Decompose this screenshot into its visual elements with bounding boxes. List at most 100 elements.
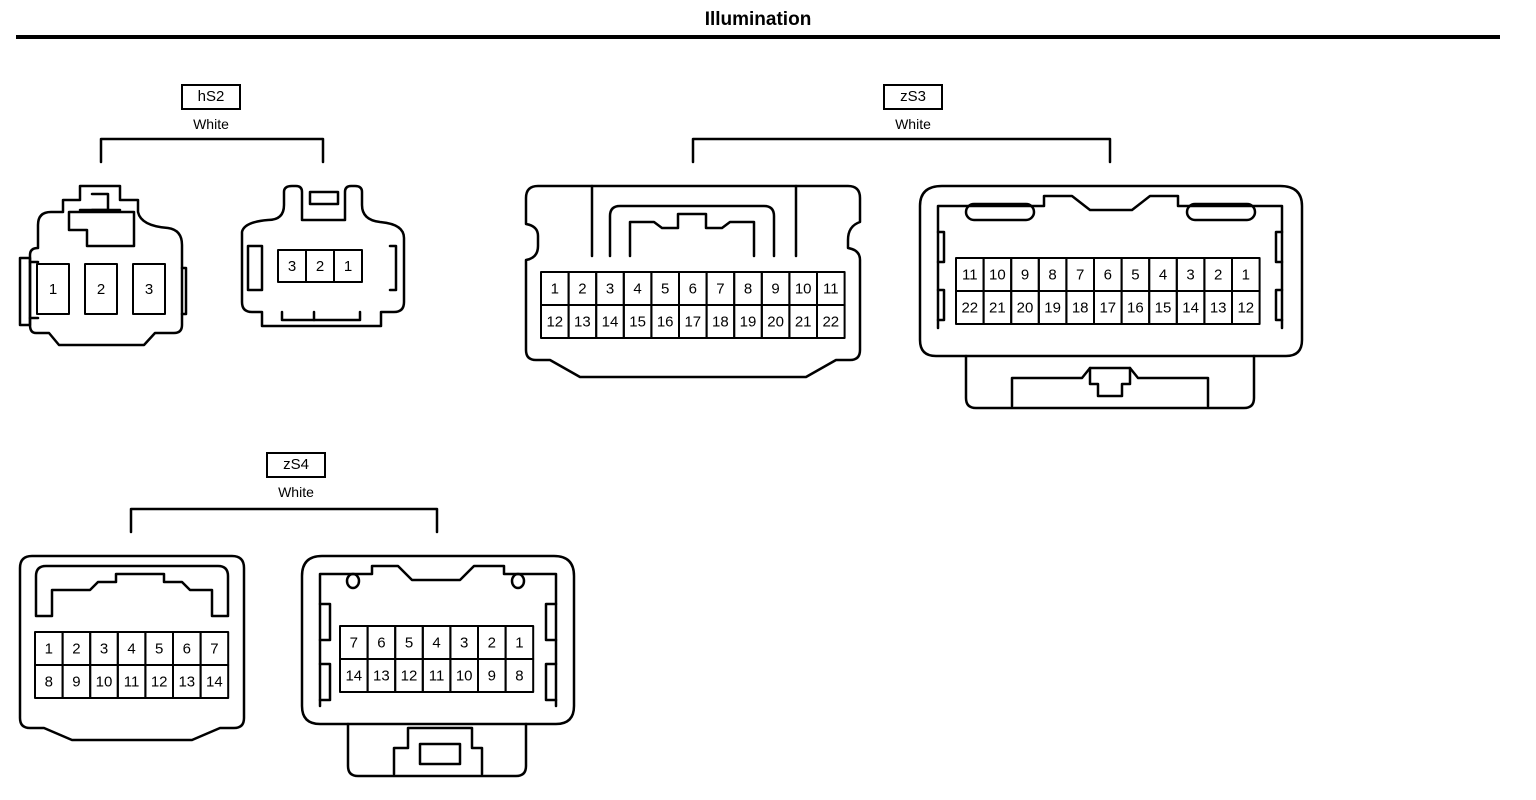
pin-cell — [199, 664, 230, 699]
pin-number: 2 — [1214, 267, 1222, 284]
pin-number: 4 — [432, 635, 440, 652]
pin-number: 15 — [629, 314, 646, 331]
pin-number: 10 — [96, 674, 113, 691]
connector-zS3 — [524, 137, 1304, 410]
pin-number: 13 — [574, 314, 591, 331]
pin-zS4-male-9: 9 — [61, 664, 92, 699]
pin-zS4-male-3: 3 — [89, 631, 119, 666]
pin-number: 7 — [1076, 267, 1084, 284]
pin-zS4-female-7: 7 — [339, 625, 369, 660]
pin-zS3-female-19: 19 — [1037, 290, 1068, 325]
pin-zS3-female-22: 22 — [955, 290, 985, 325]
pin-number: 13 — [178, 674, 195, 691]
pin-zS3-male-7: 7 — [705, 271, 736, 306]
pin-number: 3 — [145, 281, 153, 298]
pin-zS4-male-7: 7 — [199, 631, 230, 666]
pin-zS3-female-14: 14 — [1175, 290, 1206, 325]
pin-number: 13 — [373, 668, 390, 685]
pin-number: 16 — [1127, 300, 1144, 317]
bracket-zS4 — [129, 507, 439, 534]
connector-color-hS2: White — [193, 116, 229, 132]
pin-number: 13 — [1210, 300, 1227, 317]
pin-zS4-female-11: 11 — [421, 658, 452, 693]
hS2-male-housing — [18, 184, 188, 347]
pin-zS4-female-8: 8 — [504, 658, 535, 693]
pin-number: 1 — [45, 641, 53, 658]
pin-number: 17 — [1099, 300, 1116, 317]
pin-cell — [1231, 290, 1261, 325]
pin-number: 19 — [740, 314, 757, 331]
bracket-zS3 — [691, 137, 1112, 164]
pin-hS2-male-2: 2 — [84, 263, 118, 315]
pin-number: 21 — [795, 314, 812, 331]
pin-zS3-female-21: 21 — [982, 290, 1013, 325]
pin-zS4-female-9: 9 — [477, 658, 507, 693]
title-rule — [16, 35, 1500, 39]
pin-zS4-female-6: 6 — [366, 625, 397, 660]
pin-zS3-male-14: 14 — [595, 304, 625, 339]
connector-label-hS2: hS2 — [181, 84, 241, 110]
pin-number: 4 — [1159, 267, 1167, 284]
pin-number: 4 — [127, 641, 135, 658]
pin-number: 11 — [429, 668, 445, 685]
pin-number: 1 — [1242, 267, 1250, 284]
pin-number: 6 — [1104, 267, 1112, 284]
pin-number: 2 — [316, 258, 324, 275]
pin-zS3-female-11: 11 — [955, 257, 985, 292]
pin-cell — [504, 658, 535, 693]
pin-number: 5 — [1131, 267, 1139, 284]
pin-zS3-female-10: 10 — [982, 257, 1013, 292]
pin-number: 18 — [712, 314, 729, 331]
pin-number: 12 — [1237, 300, 1254, 317]
pin-number: 7 — [716, 281, 724, 298]
pin-number: 9 — [1021, 267, 1029, 284]
pin-number: 6 — [183, 641, 191, 658]
pin-number: 8 — [45, 674, 53, 691]
pin-number: 3 — [288, 258, 296, 275]
pin-number: 14 — [345, 668, 362, 685]
bracket-hS2 — [99, 137, 325, 164]
pin-number: 20 — [767, 314, 784, 331]
zS4-female-housing — [300, 554, 576, 778]
pin-number: 18 — [1072, 300, 1089, 317]
pin-number: 14 — [602, 314, 619, 331]
connector-color-zS4: White — [278, 484, 314, 500]
pin-zS4-male-10: 10 — [89, 664, 119, 699]
pin-cell — [36, 263, 70, 315]
pin-zS4-female-13: 13 — [366, 658, 397, 693]
pin-hS2-female-1: 1 — [333, 249, 363, 283]
pin-number: 9 — [488, 668, 496, 685]
hS2-female-housing — [240, 184, 406, 328]
pin-number: 5 — [661, 281, 669, 298]
pin-number: 16 — [657, 314, 674, 331]
zS4-male-housing — [18, 554, 246, 742]
pin-number: 22 — [822, 314, 839, 331]
pin-cell — [333, 249, 363, 283]
pin-zS3-male-15: 15 — [622, 304, 653, 339]
pin-zS4-male-5: 5 — [144, 631, 174, 666]
pin-zS4-male-8: 8 — [34, 664, 64, 699]
pin-number: 1 — [515, 635, 523, 652]
page-title: Illumination — [704, 9, 812, 30]
connector-color-zS3: White — [895, 116, 931, 132]
pin-zS3-male-13: 13 — [567, 304, 598, 339]
pin-number: 11 — [823, 281, 839, 298]
pin-zS3-female-6: 6 — [1093, 257, 1123, 292]
pin-zS4-female-1: 1 — [504, 625, 535, 660]
pin-number: 22 — [961, 300, 978, 317]
pin-zS4-male-13: 13 — [172, 664, 202, 699]
pin-number: 2 — [72, 641, 80, 658]
pin-number: 3 — [1186, 267, 1194, 284]
pin-zS3-female-18: 18 — [1065, 290, 1096, 325]
pin-zS3-female-12: 12 — [1231, 290, 1261, 325]
pin-zS3-female-8: 8 — [1037, 257, 1068, 292]
pin-number: 3 — [606, 281, 614, 298]
pin-zS4-male-14: 14 — [199, 664, 230, 699]
pin-zS3-male-19: 19 — [733, 304, 763, 339]
pin-number: 8 — [1048, 267, 1056, 284]
pin-zS3-male-5: 5 — [650, 271, 681, 306]
pin-number: 8 — [515, 668, 523, 685]
pin-cell — [816, 304, 846, 339]
pin-number: 1 — [551, 281, 559, 298]
pin-number: 2 — [488, 635, 496, 652]
